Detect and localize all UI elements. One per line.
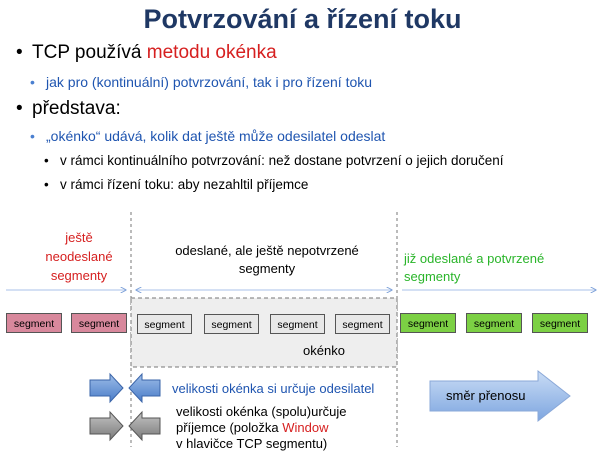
receiver-note: velikosti okénka (spolu)určuje příjemce … <box>176 404 347 452</box>
sender-arrow-left-icon <box>128 372 161 404</box>
bullet-tcp-method: • TCP používá metodu okénka <box>16 42 277 64</box>
unsent-segment: segment <box>71 313 127 333</box>
window-label: okénko <box>303 343 345 358</box>
unsent-segment: segment <box>6 313 62 333</box>
acked-segment: segment <box>400 313 456 333</box>
sender-arrow-right-icon <box>89 372 124 404</box>
unacked-segment: segment <box>137 314 192 334</box>
bullet-dot: • <box>30 128 35 144</box>
bullet-highlight: metodu okénka <box>146 42 277 63</box>
bullet-flow: • v rámci řízení toku: aby nezahltil příj… <box>44 177 309 192</box>
unacked-label: odeslané, ale ještě nepotvrzené segmenty <box>136 242 398 278</box>
acked-label-line: segmenty <box>404 269 461 284</box>
bullet-text: představa: <box>32 98 121 119</box>
acked-label-line: již odeslané a potvrzené <box>404 251 545 266</box>
direction-label: směr přenosu <box>446 388 526 403</box>
bullet-dot: • <box>16 98 23 119</box>
receiver-note-text: příjemce (položka <box>176 420 283 435</box>
bullet-idea: • představa: <box>16 98 121 120</box>
acked-label: již odeslané a potvrzené segmenty <box>404 250 566 286</box>
receiver-note-line: v hlavičce TCP segmentu) <box>176 436 328 451</box>
bullet-dot: • <box>44 153 49 168</box>
transfer-direction-arrow-icon <box>429 369 571 423</box>
bullet-dot: • <box>30 74 35 90</box>
receiver-note-line: příjemce (položka Window <box>176 420 347 436</box>
unacked-label-line: odeslané, ale ještě nepotvrzené <box>175 243 359 258</box>
slide-title: Potvrzování a řízení toku <box>143 4 462 34</box>
bullet-dot: • <box>16 42 23 63</box>
unacked-segment: segment <box>335 314 390 334</box>
unsent-label-line: segmenty <box>50 268 108 283</box>
acked-segment: segment <box>466 313 522 333</box>
receiver-note-line: velikosti okénka (spolu)určuje <box>176 404 347 419</box>
unacked-segment: segment <box>204 314 259 334</box>
sender-note: velikosti okénka si určuje odesilatel <box>172 381 375 396</box>
bullet-window-meaning: • „okénko“ udává, kolik dat ještě může od… <box>30 128 386 144</box>
bullet-ack: • v rámci kontinuálního potvrzování: než … <box>44 153 504 168</box>
bullet-text: „okénko“ udává, kolik dat ještě může ode… <box>46 128 386 144</box>
bullet-window-usage: • jak pro (kontinuální) potvrzování, tak … <box>30 74 373 90</box>
unsent-label: ještě neodeslané segmenty <box>34 228 124 285</box>
receiver-arrow-left-icon <box>128 410 161 442</box>
bullet-text: TCP používá <box>32 42 147 63</box>
unsent-label-line: neodeslané <box>45 249 113 264</box>
unacked-segment: segment <box>270 314 325 334</box>
acked-segment: segment <box>532 313 588 333</box>
bullet-text: v rámci řízení toku: aby nezahltil příje… <box>60 177 309 192</box>
bullet-text: jak pro (kontinuální) potvrzování, tak i… <box>46 74 373 90</box>
bullet-dot: • <box>44 177 49 192</box>
receiver-note-highlight: Window <box>282 420 329 435</box>
unacked-label-line: segmenty <box>238 261 296 276</box>
bullet-text: v rámci kontinuálního potvrzování: než d… <box>60 153 504 168</box>
unsent-label-line: ještě <box>65 230 93 245</box>
receiver-arrow-right-icon <box>89 410 124 442</box>
